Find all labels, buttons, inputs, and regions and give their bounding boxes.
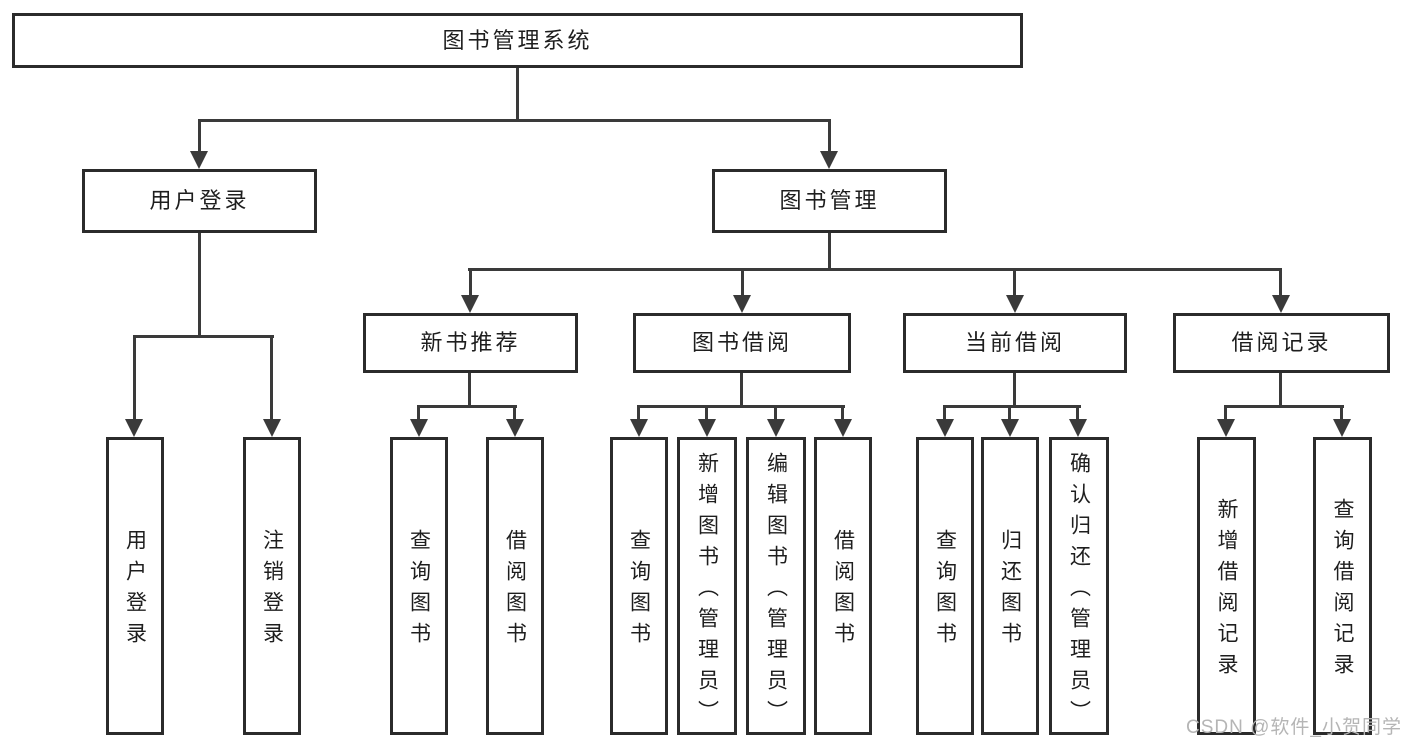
leaf-confirm-return-admin-label: 确认归还（管理员）: [1067, 451, 1091, 731]
arrowhead-down-icon: [630, 419, 648, 437]
leaf-return-books: 归还图书: [981, 437, 1039, 735]
connector-line: [1008, 405, 1011, 421]
leaf-borrow-books-recommend-label: 借阅图书: [503, 529, 527, 653]
arrowhead-down-icon: [1333, 419, 1351, 437]
arrowhead-down-icon: [190, 151, 208, 169]
connector-line: [828, 119, 831, 153]
leaf-return-books-label: 归还图书: [998, 529, 1022, 653]
node-library-management-system: 图书管理系统: [12, 13, 1023, 68]
connector-line: [943, 405, 946, 421]
arrowhead-down-icon: [936, 419, 954, 437]
connector-line: [741, 268, 744, 297]
arrowhead-down-icon: [506, 419, 524, 437]
connector-line: [740, 373, 743, 407]
leaf-query-books-borrowing: 查询图书: [610, 437, 668, 735]
connector-line: [774, 405, 777, 421]
arrowhead-down-icon: [698, 419, 716, 437]
arrowhead-down-icon: [125, 419, 143, 437]
leaf-add-books-admin-label: 新增图书（管理员）: [695, 451, 719, 731]
leaf-add-books-admin: 新增图书（管理员）: [677, 437, 737, 735]
connector-line: [1013, 268, 1016, 297]
connector-line: [198, 233, 201, 337]
connector-line: [133, 335, 136, 421]
leaf-logout: 注销登录: [243, 437, 301, 735]
connector-line: [1224, 405, 1227, 421]
node-user-login: 用户登录: [82, 169, 317, 233]
node-library-management-system-label: 图书管理系统: [442, 27, 593, 53]
leaf-add-borrow-record-label: 新增借阅记录: [1215, 498, 1238, 684]
node-new-book-recommend-label: 新书推荐: [420, 330, 521, 355]
connector-line: [637, 405, 640, 421]
arrowhead-down-icon: [1006, 295, 1024, 313]
arrowhead-down-icon: [461, 295, 479, 313]
connector-line: [1279, 268, 1282, 297]
arrowhead-down-icon: [1001, 419, 1019, 437]
leaf-edit-books-admin-label: 编辑图书（管理员）: [764, 451, 788, 731]
node-book-borrowing-label: 图书借阅: [691, 330, 792, 355]
arrowhead-down-icon: [1272, 295, 1290, 313]
connector-line: [1340, 405, 1343, 421]
leaf-add-borrow-record: 新增借阅记录: [1197, 437, 1256, 735]
connector-line: [637, 405, 845, 408]
connector-line: [513, 405, 516, 421]
connector-line: [417, 405, 517, 408]
leaf-query-books-current-label: 查询图书: [933, 529, 957, 653]
connector-line: [1076, 405, 1079, 421]
arrowhead-down-icon: [1217, 419, 1235, 437]
leaf-edit-books-admin: 编辑图书（管理员）: [746, 437, 806, 735]
connector-line: [198, 119, 831, 122]
connector-line: [1224, 405, 1344, 408]
leaf-logout-label: 注销登录: [260, 529, 284, 653]
connector-line: [468, 268, 1282, 271]
arrowhead-down-icon: [733, 295, 751, 313]
connector-line: [1279, 373, 1282, 407]
leaf-borrow-books-recommend: 借阅图书: [486, 437, 544, 735]
csdn-watermark: CSDN @软件_小贺同学: [1186, 717, 1402, 738]
node-user-login-label: 用户登录: [149, 188, 250, 213]
connector-line: [270, 335, 273, 421]
connector-line: [516, 68, 519, 121]
node-current-borrowing-label: 当前借阅: [964, 330, 1065, 355]
connector-line: [705, 405, 708, 421]
arrowhead-down-icon: [834, 419, 852, 437]
node-borrowing-records-label: 借阅记录: [1231, 330, 1332, 355]
node-new-book-recommend: 新书推荐: [363, 313, 578, 373]
node-book-management-label: 图书管理: [779, 188, 880, 213]
arrowhead-down-icon: [410, 419, 428, 437]
connector-line: [417, 405, 420, 421]
connector-line: [1013, 373, 1016, 407]
leaf-query-books-current: 查询图书: [916, 437, 974, 735]
arrowhead-down-icon: [820, 151, 838, 169]
leaf-query-books-recommend-label: 查询图书: [407, 529, 431, 653]
connector-line: [198, 119, 201, 153]
connector-line: [841, 405, 844, 421]
connector-line: [468, 373, 471, 407]
node-current-borrowing: 当前借阅: [903, 313, 1127, 373]
node-book-management: 图书管理: [712, 169, 947, 233]
leaf-borrow-books-label: 借阅图书: [831, 529, 855, 653]
leaf-user-login-label: 用户登录: [123, 529, 147, 653]
node-borrowing-records: 借阅记录: [1173, 313, 1390, 373]
leaf-query-borrow-record-label: 查询借阅记录: [1331, 498, 1354, 684]
leaf-query-books-borrowing-label: 查询图书: [627, 529, 651, 653]
leaf-borrow-books: 借阅图书: [814, 437, 872, 735]
node-book-borrowing: 图书借阅: [633, 313, 851, 373]
connector-line: [133, 335, 274, 338]
arrowhead-down-icon: [263, 419, 281, 437]
leaf-user-login: 用户登录: [106, 437, 164, 735]
connector-line: [469, 268, 472, 297]
arrowhead-down-icon: [1069, 419, 1087, 437]
connector-line: [944, 405, 1081, 408]
arrowhead-down-icon: [767, 419, 785, 437]
leaf-confirm-return-admin: 确认归还（管理员）: [1049, 437, 1109, 735]
connector-line: [828, 233, 831, 271]
leaf-query-borrow-record: 查询借阅记录: [1313, 437, 1372, 735]
leaf-query-books-recommend: 查询图书: [390, 437, 448, 735]
